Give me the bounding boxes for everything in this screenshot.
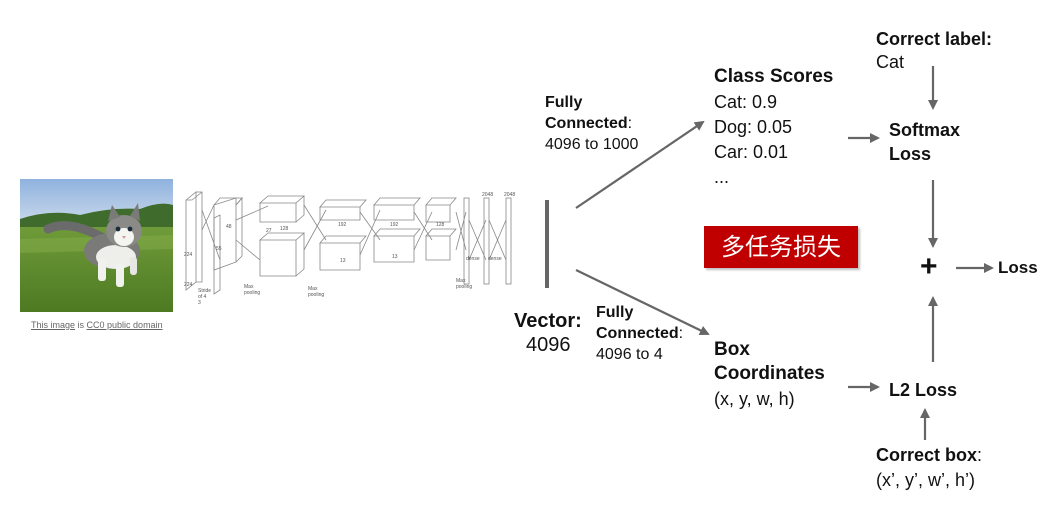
class-score-ellipsis: ... [714,167,730,187]
plus-sign: + [920,250,938,283]
image-credit: This image is CC0 public domain [31,320,163,330]
net-label-128b: 128 [436,222,445,228]
image-link[interactable]: This image [31,320,76,330]
net-label-48: 48 [226,224,232,230]
net-label-max1: Max [244,284,254,290]
correct-box-bold: Correct box [876,445,978,465]
net-label-pool3: pooling [456,284,472,290]
vector-size: 4096 [526,334,571,356]
net-label-dense2: dense [488,256,502,262]
net-label-224b: 224 [184,252,193,258]
fc-bottom-connected: Connected [596,325,679,342]
cat-photo [20,179,173,312]
net-label-13b: 13 [392,254,398,260]
correct-label-value: Cat [876,52,905,72]
net-label-3: 3 [198,300,201,306]
net-label-dense1: dense [466,256,480,262]
vector-label: Vector: [514,310,582,332]
correct-box-value: (x’, y’, w’, h’) [876,470,975,490]
fc-bottom-dims: 4096 to 4 [596,346,663,363]
arrow-to-box-coords [575,269,710,336]
net-label-pool2: pooling [308,292,324,298]
multitask-loss-badge: 多任务损失 [704,226,858,268]
license-link[interactable]: CC0 public domain [86,320,163,330]
class-score-car: Car: 0.01 [714,142,789,162]
class-scores-title: Class Scores [714,66,834,87]
vector-bar [545,200,549,288]
softmax-line2: Loss [889,144,932,164]
fc-top-dims: 4096 to 1000 [545,136,639,153]
fc-bottom-line1: Fully [596,304,634,321]
fc-top-connected: Connected [545,115,628,132]
correct-box-title: Correct box: [876,443,982,467]
class-score-cat: Cat: 0.9 [714,92,778,112]
net-label-max2: Max [308,286,318,292]
arrow-to-class-scores [575,120,705,209]
net-label-of4: of 4 [198,294,207,300]
net-label-2048a: 2048 [482,192,493,198]
fc-bottom-line2: Connected: [596,323,683,344]
box-coords-value: (x, y, w, h) [714,389,795,409]
fc-top-line2: Connected: [545,113,632,134]
net-label-192a: 192 [338,222,347,228]
fc-top-colon: : [627,115,633,132]
credit-text: is [75,320,87,330]
net-label-27: 27 [266,228,272,234]
net-label-pool1: pooling [244,290,260,296]
softmax-line1: Softmax [889,120,961,140]
box-coords-line1: Box [714,339,750,360]
correct-box-colon: : [977,445,983,465]
net-label-192b: 192 [390,222,399,228]
box-coords-line2: Coordinates [714,363,825,384]
net-label-55: 55 [216,246,222,252]
net-label-stride: Stride [198,288,211,294]
net-label-224a: 224 [184,282,193,288]
correct-label-title: Correct label: [876,29,993,49]
class-score-dog: Dog: 0.05 [714,117,793,137]
fc-bottom-colon: : [678,325,684,342]
fc-top-line1: Fully [545,94,583,111]
loss-label: Loss [998,258,1038,277]
net-label-128: 128 [280,226,289,232]
net-label-2048b: 2048 [504,192,515,198]
net-label-max3: Max [456,278,466,284]
net-label-13a: 13 [340,258,346,264]
l2-loss-label: L2 Loss [889,380,958,400]
